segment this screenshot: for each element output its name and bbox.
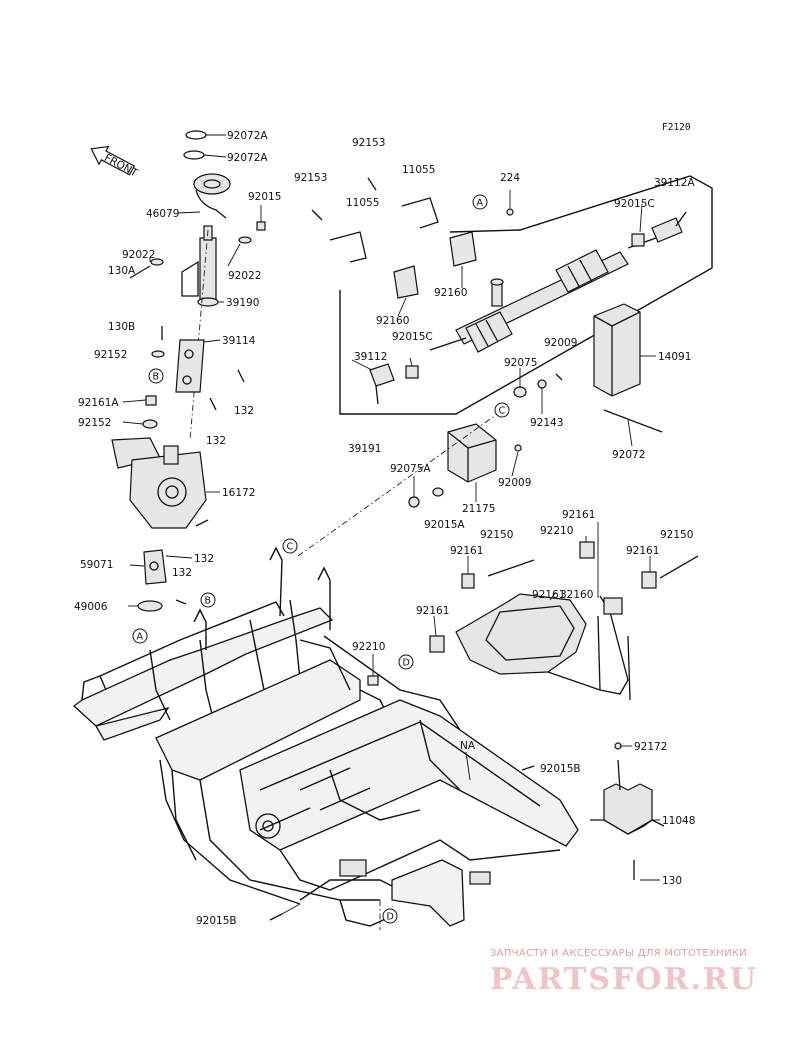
callout-d-frame-label: D <box>387 912 394 923</box>
part-label: 130 <box>662 875 682 887</box>
part-label: 16172 <box>222 487 255 499</box>
front-arrow-label: FRONT <box>102 152 140 180</box>
part-label: 39190 <box>226 297 259 309</box>
part-label: 92015C <box>614 198 655 210</box>
part-label: 92150 <box>660 529 693 541</box>
callout-b-left: B <box>148 368 164 384</box>
part-label: 92160 <box>434 287 467 299</box>
part-label: 130A <box>108 265 136 277</box>
part-label: 39114 <box>222 335 256 347</box>
front-arrow-icon: FRONT <box>90 145 140 180</box>
part-label: 11055 <box>346 197 379 209</box>
watermark-logo: PARTSFOR.RU <box>490 962 758 997</box>
part-label: 132 <box>234 405 254 417</box>
part-label: 92152 <box>94 349 127 361</box>
part-label: 92161 <box>626 545 659 557</box>
part-label: 92009 <box>498 477 531 489</box>
callout-c-frame: C <box>282 538 298 554</box>
part-label: 92072A <box>227 152 268 164</box>
part-label: 49006 <box>74 601 108 613</box>
callout-b-frame: B <box>200 592 216 608</box>
small-hardware-right <box>513 368 563 414</box>
part-label: 92161 <box>562 509 595 521</box>
callout-d-frame: D <box>382 908 398 924</box>
part-label: 39191 <box>348 443 381 455</box>
part-label: 92015B <box>540 763 581 775</box>
part-label: 92009 <box>544 337 577 349</box>
callout-b-left-label: B <box>153 372 160 383</box>
part-label: 132 <box>194 553 214 565</box>
part-label: 92153 <box>352 137 385 149</box>
steering-rack-assembly <box>311 175 713 415</box>
suspension-arm-assembly <box>367 522 699 701</box>
part-label: 92161 <box>416 605 449 617</box>
part-label: 92143 <box>530 417 563 429</box>
part-label: 92015C <box>392 331 433 343</box>
part-label: 92172 <box>634 741 667 753</box>
part-label: 92072A <box>227 130 268 142</box>
part-label: 59071 <box>80 559 113 571</box>
part-label: 92015 <box>248 191 281 203</box>
part-label: 11048 <box>662 815 695 827</box>
part-label: 92022 <box>122 249 155 261</box>
part-label: 92150 <box>480 529 513 541</box>
part-label: 46079 <box>146 208 179 220</box>
power-steering-unit <box>111 437 220 529</box>
part-label: 92075A <box>390 463 431 475</box>
main-frame <box>72 546 579 927</box>
callout-d-arm-label: D <box>403 658 410 669</box>
part-label: 92015B <box>196 915 237 927</box>
callout-b-frame-label: B <box>205 596 212 607</box>
part-label: 92072 <box>612 449 645 461</box>
part-label: 92152 <box>78 417 111 429</box>
part-label: 32160 <box>560 589 593 601</box>
part-label: 92153 <box>294 172 327 184</box>
callout-a-left: A <box>132 628 148 644</box>
part-labels: 92072A 92072A 46079 92015 92022 130A 920… <box>74 130 695 927</box>
part-label: 130B <box>108 321 135 333</box>
bracket-11048 <box>590 742 665 881</box>
diagram-ref-code: F2120 <box>662 122 691 133</box>
part-label: 132 <box>172 567 192 579</box>
part-label: 92161 <box>532 589 565 601</box>
part-label: 132 <box>206 435 226 447</box>
callout-c-frame-label: C <box>287 542 294 553</box>
part-label: 11055 <box>402 164 435 176</box>
part-label: 92161A <box>78 397 119 409</box>
part-label: 14091 <box>658 351 691 363</box>
callout-a-top-label: A <box>477 198 484 209</box>
part-label: 92210 <box>540 525 573 537</box>
part-label: 92015A <box>424 519 465 531</box>
frame-label: NA <box>460 740 476 752</box>
callout-c-right: C <box>494 402 510 418</box>
steering-column-assembly <box>111 130 266 612</box>
part-label: 92210 <box>352 641 385 653</box>
cover-14091 <box>593 303 663 447</box>
part-label: 92022 <box>228 270 261 282</box>
part-label: 39112 <box>354 351 387 363</box>
callout-d-arm: D <box>398 654 414 670</box>
part-label: 92160 <box>376 315 409 327</box>
part-label: 21175 <box>462 503 495 515</box>
part-label: 224 <box>500 172 520 184</box>
part-label: 92161 <box>450 545 483 557</box>
part-label: 92075 <box>504 357 537 369</box>
part-label: 39112A <box>654 177 695 189</box>
callout-c-right-label: C <box>499 406 506 417</box>
callout-a-left-label: A <box>137 632 144 643</box>
watermark-tagline: ЗАПЧАСТИ И АКСЕССУАРЫ ДЛЯ МОТОТЕХНИКИ <box>490 948 747 959</box>
module-21175 <box>408 423 522 508</box>
callout-a-top: A <box>472 194 488 210</box>
